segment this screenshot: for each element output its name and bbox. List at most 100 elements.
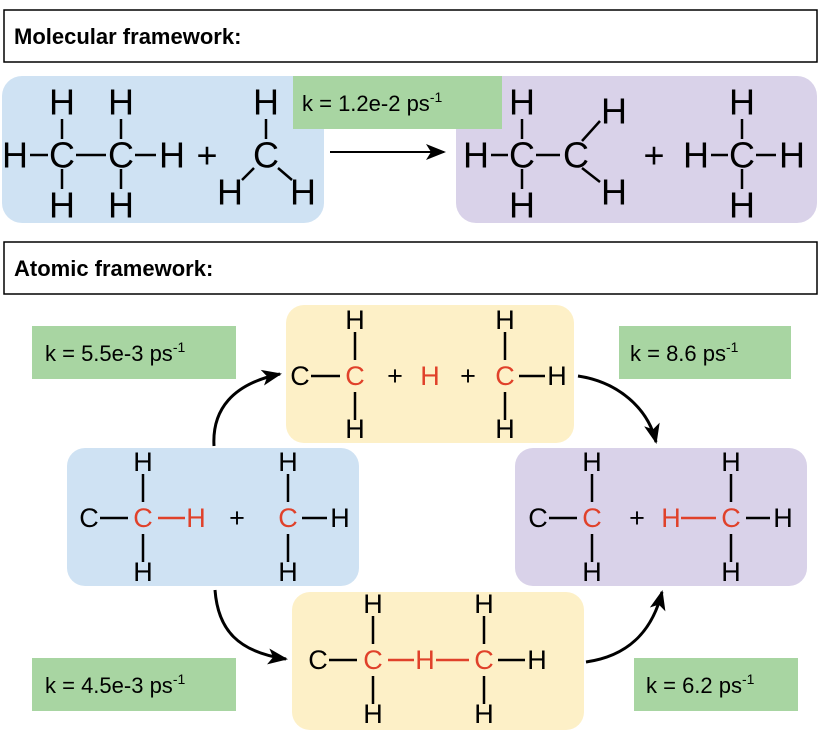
rate-label-lower-right: k = 6.2 ps-1 xyxy=(646,671,755,698)
atom-h: H xyxy=(729,82,755,123)
atom-c: C xyxy=(528,503,548,533)
atom-h: H xyxy=(495,305,515,335)
atom-h: H xyxy=(582,557,602,587)
atom-h: H xyxy=(363,699,383,729)
atom-h: H xyxy=(330,503,350,533)
reacting-carbon: C xyxy=(345,361,365,391)
atom-h: H xyxy=(133,447,153,477)
product-box xyxy=(456,76,817,223)
atomic-bonds xyxy=(100,332,770,704)
rate-value-upper-right: k = 8.6 ps xyxy=(630,341,726,366)
atom-h: H xyxy=(345,414,365,444)
atomic-header-text: Atomic framework: xyxy=(14,256,213,281)
atom-h: H xyxy=(108,82,134,123)
atom-c: C xyxy=(49,135,75,176)
atom-h: H xyxy=(509,185,535,226)
rate-label-box-upper-right xyxy=(619,326,791,379)
atom-h: H xyxy=(729,185,755,226)
reacting-hydrogen: H xyxy=(415,645,435,675)
atom-h: H xyxy=(463,135,489,176)
atom-c: C xyxy=(563,135,589,176)
rate-exponent-lower-right: -1 xyxy=(742,671,755,687)
atom-h: H xyxy=(217,172,243,213)
rate-exponent-lower-left: -1 xyxy=(173,671,186,687)
atom-h: H xyxy=(495,414,515,444)
pathway-arrows xyxy=(212,369,666,665)
reacting-carbon: C xyxy=(278,503,298,533)
atomic-atoms: C H H + + H H H C H H + H H H C H H + H … xyxy=(79,305,793,729)
atom-h: H xyxy=(108,185,134,226)
atom-c: C xyxy=(79,503,99,533)
plus-sign: + xyxy=(460,361,476,391)
plus-sign: + xyxy=(643,135,664,176)
atom-h: H xyxy=(779,135,805,176)
plus-sign: + xyxy=(629,503,645,533)
atom-h: H xyxy=(474,699,494,729)
atomic-reactant-box xyxy=(67,448,359,586)
reacting-atoms: C H C C H C C H C C H C xyxy=(133,361,741,675)
reacting-carbon: C xyxy=(495,361,515,391)
rate-label-upper-left: k = 5.5e-3 ps-1 xyxy=(45,339,185,366)
atom-h: H xyxy=(49,185,75,226)
atom-h: H xyxy=(601,172,627,213)
atom-h: H xyxy=(773,503,793,533)
reactant-box xyxy=(2,76,324,223)
plus-sign: + xyxy=(196,135,217,176)
reacting-carbon: C xyxy=(474,645,494,675)
arrow-reactant-to-lower xyxy=(213,589,288,665)
reacting-bonds xyxy=(158,516,716,662)
upper-intermediate-box xyxy=(286,305,574,443)
rate-value-lower-left: k = 4.5e-3 ps xyxy=(45,673,173,698)
atom-h: H xyxy=(363,589,383,619)
atom-h: H xyxy=(290,172,316,213)
rate-exponent-upper-left: -1 xyxy=(173,339,186,355)
arrow-reactant-to-upper xyxy=(212,369,282,447)
rate-exponent-upper-right: -1 xyxy=(726,339,739,355)
reacting-carbon: C xyxy=(582,503,602,533)
molecular-header-box xyxy=(3,9,818,63)
atom-h: H xyxy=(683,135,709,176)
atom-c: C xyxy=(253,135,279,176)
reacting-hydrogen: H xyxy=(661,503,681,533)
reacting-carbon: C xyxy=(133,503,153,533)
atom-h: H xyxy=(2,135,28,176)
molecular-bonds xyxy=(30,119,776,189)
atom-c: C xyxy=(108,135,134,176)
arrow-lower-to-product xyxy=(585,590,666,664)
atom-h: H xyxy=(278,557,298,587)
atom-h: H xyxy=(474,589,494,619)
atom-h: H xyxy=(582,447,602,477)
molecular-rate-label-box xyxy=(293,76,502,129)
rate-label-box-lower-left xyxy=(32,658,236,711)
rate-value-lower-right: k = 6.2 ps xyxy=(646,673,742,698)
atom-h: H xyxy=(601,91,627,132)
molecular-rate-label: k = 1.2e-2 ps-1 xyxy=(302,89,442,116)
atomic-product-box xyxy=(515,448,807,586)
molecular-rate-exponent: -1 xyxy=(430,89,443,105)
reacting-carbon: C xyxy=(721,503,741,533)
reacting-carbon: C xyxy=(363,645,383,675)
atom-h: H xyxy=(527,645,547,675)
plus-sign: + xyxy=(229,503,245,533)
atomic-header-box xyxy=(3,241,818,295)
atom-h: H xyxy=(721,447,741,477)
atom-h: H xyxy=(253,82,279,123)
reacting-hydrogen: H xyxy=(420,361,440,391)
atom-h: H xyxy=(509,82,535,123)
atom-h: H xyxy=(345,305,365,335)
reacting-hydrogen: H xyxy=(186,503,206,533)
rate-value-upper-left: k = 5.5e-3 ps xyxy=(45,341,173,366)
plus-sign: + xyxy=(387,361,403,391)
atom-c: C xyxy=(290,361,310,391)
atom-h: H xyxy=(133,557,153,587)
atom-h: H xyxy=(721,557,741,587)
rate-label-lower-left: k = 4.5e-3 ps-1 xyxy=(45,671,185,698)
molecular-rate-value: k = 1.2e-2 ps xyxy=(302,91,430,116)
rate-label-box-upper-left xyxy=(32,326,236,379)
rate-label-box-lower-right xyxy=(634,658,798,711)
atom-c: C xyxy=(729,135,755,176)
atom-h: H xyxy=(278,447,298,477)
atom-h: H xyxy=(547,361,567,391)
molecular-atoms: H C C H H H H H + H C H H H C H H C H H … xyxy=(2,82,805,226)
